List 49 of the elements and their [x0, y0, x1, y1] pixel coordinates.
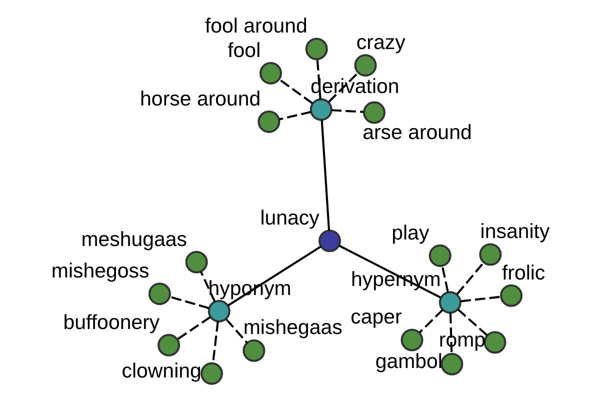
node-circle — [428, 244, 451, 267]
connector — [169, 296, 209, 310]
node-label: buffoonery — [62, 310, 160, 334]
node-circle — [438, 291, 461, 314]
node-label: arse around — [362, 121, 472, 144]
connector — [225, 318, 248, 344]
connector — [212, 321, 218, 363]
node-circle — [354, 54, 376, 77]
node-circle — [258, 62, 282, 84]
connector — [330, 109, 363, 113]
connector — [278, 110, 311, 120]
node-circle — [440, 352, 463, 376]
node-circle — [242, 339, 265, 362]
connector — [456, 308, 488, 336]
node-label: frolic — [501, 261, 545, 284]
node-label: meshugaas — [80, 228, 187, 251]
node-label: lunacy — [260, 206, 319, 230]
node-circle — [184, 250, 208, 274]
node-circle — [483, 331, 506, 354]
node-label: mishegaas — [242, 316, 342, 340]
connector — [278, 78, 312, 104]
node-circle — [478, 243, 502, 266]
node-label: insanity — [480, 220, 550, 244]
connector — [176, 316, 210, 340]
node-circle — [257, 110, 280, 133]
node-circle — [157, 334, 180, 356]
node-circle — [318, 230, 340, 252]
node-label: caper — [350, 306, 402, 329]
node-label: horse around — [140, 87, 260, 110]
node-circle — [400, 328, 423, 352]
node-circle — [304, 38, 328, 60]
node-label: fool around — [204, 14, 307, 38]
node-label: fool — [227, 38, 260, 62]
node-label: gambol — [374, 350, 442, 374]
node-label: play — [391, 221, 429, 244]
connector — [440, 266, 448, 292]
connector — [418, 308, 444, 334]
node-circle — [148, 282, 170, 306]
connector — [456, 262, 484, 295]
node-label: clowning — [121, 360, 201, 383]
node-circle — [207, 300, 230, 322]
node-circle — [362, 101, 385, 124]
node-circle — [200, 362, 222, 385]
connector — [320, 120, 330, 231]
node-label: crazy — [356, 30, 405, 54]
node-circle — [309, 98, 332, 121]
connector — [460, 296, 500, 302]
node-circle — [500, 284, 522, 307]
node-label: mishegoss — [50, 259, 149, 282]
